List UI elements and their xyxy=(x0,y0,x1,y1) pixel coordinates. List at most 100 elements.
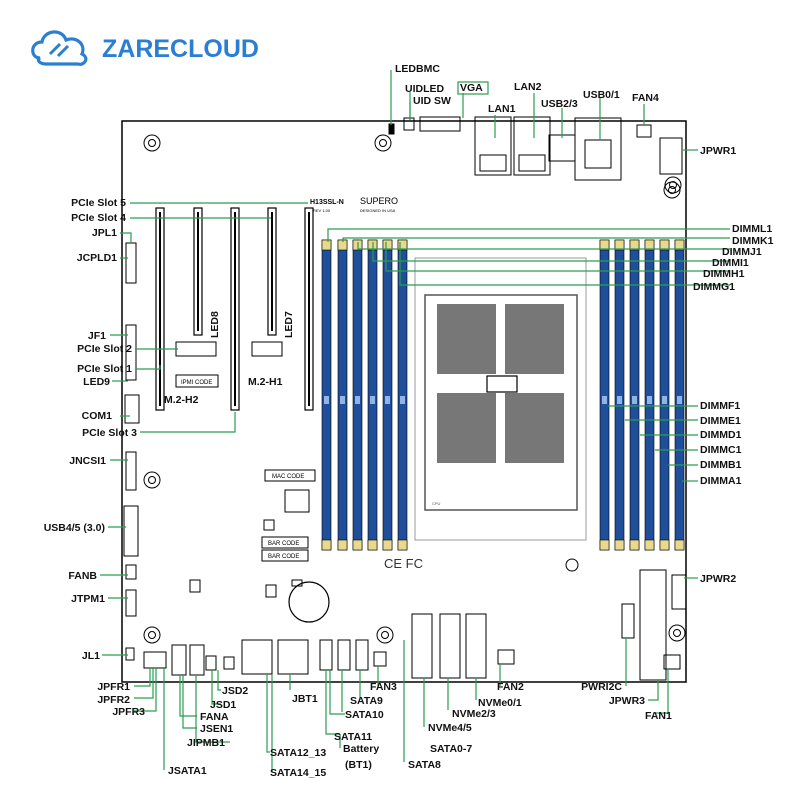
label-jpl1: JPL1 xyxy=(92,227,117,239)
label-nvme45: NVMe4/5 xyxy=(428,722,472,734)
label-ledbmc: LEDBMC xyxy=(395,63,440,75)
label-fan2: FAN2 xyxy=(497,681,524,693)
code-labels xyxy=(261,469,316,562)
callout-line xyxy=(648,680,659,701)
dimm-slot[interactable] xyxy=(644,239,655,551)
jtpm1-header[interactable] xyxy=(125,589,137,617)
board-model-rev: REV 1.00 xyxy=(313,208,331,213)
dimm-slot[interactable] xyxy=(367,239,378,551)
jipmb1-connector[interactable] xyxy=(189,644,205,676)
vga-connector[interactable] xyxy=(419,116,461,132)
jsata1-connector[interactable] xyxy=(171,644,187,676)
fan3-header[interactable] xyxy=(373,651,387,667)
label-pwri2c: PWRI2C xyxy=(581,681,622,693)
label-lan1: LAN1 xyxy=(488,103,516,115)
label-sata07: SATA0-7 xyxy=(430,743,472,755)
sata1213-connector[interactable] xyxy=(241,639,273,675)
callout-line xyxy=(136,365,161,370)
sata9-port[interactable] xyxy=(355,639,369,671)
dimm-slot[interactable] xyxy=(659,239,670,551)
label-jpfr1: JPFR1 xyxy=(97,681,130,693)
sata1415-connector[interactable] xyxy=(277,639,309,675)
callout-line xyxy=(357,242,730,250)
mac-code-box xyxy=(264,469,316,482)
usb01-port[interactable] xyxy=(574,117,622,181)
fanb-header[interactable] xyxy=(125,564,137,580)
pcie-slot[interactable] xyxy=(193,207,203,336)
label-pcie4: PCIe Slot 4 xyxy=(71,212,126,224)
cpu-quadrant-br xyxy=(505,393,564,463)
pwri2c-header[interactable] xyxy=(621,603,635,639)
jl1-header[interactable] xyxy=(125,647,135,661)
callout-line xyxy=(195,675,230,743)
fan2-header[interactable] xyxy=(497,649,515,665)
bar-code-label-1: BAR CODE xyxy=(268,541,299,547)
lan2-port[interactable] xyxy=(513,116,551,176)
com1-header[interactable] xyxy=(124,394,140,424)
nvme23-slot[interactable] xyxy=(439,613,461,679)
dimm-slot[interactable] xyxy=(674,239,685,551)
sata10-port[interactable] xyxy=(337,639,351,671)
label-fan3: FAN3 xyxy=(370,681,397,693)
jpwr2-connector[interactable] xyxy=(671,574,687,610)
dimm-slot[interactable] xyxy=(397,239,408,551)
mac-code-label: MAC CODE xyxy=(272,474,304,480)
label-jpwr1: JPWR1 xyxy=(700,145,736,157)
dimm-slot[interactable] xyxy=(629,239,640,551)
jf1-header[interactable] xyxy=(125,324,137,381)
jpfr-headers[interactable] xyxy=(143,651,167,669)
callout-line xyxy=(217,670,221,691)
label-led7: LED7 xyxy=(283,311,295,338)
label-dimml1: DIMML1 xyxy=(732,223,772,235)
pcie-slot[interactable] xyxy=(230,207,240,411)
label-pcie1: PCIe Slot 1 xyxy=(77,363,132,375)
label-dimmk1: DIMMK1 xyxy=(732,235,774,247)
uid-switch[interactable] xyxy=(403,117,415,131)
dimm-slot[interactable] xyxy=(337,239,348,551)
dimm-slot[interactable] xyxy=(599,239,610,551)
jpwr3-connector[interactable] xyxy=(639,569,667,681)
callout-line xyxy=(329,670,345,715)
board-maker: SUPERO xyxy=(360,196,398,206)
pcie-slot[interactable] xyxy=(155,207,165,411)
jpwr1-connector[interactable] xyxy=(659,137,683,175)
cpu-label: CPU xyxy=(432,501,441,506)
fan1-header[interactable] xyxy=(663,654,681,670)
m2-h1-slot[interactable] xyxy=(251,341,283,357)
label-fanb: FANB xyxy=(68,570,97,582)
label-jsata1: JSATA1 xyxy=(168,765,207,777)
battery-bt1 xyxy=(288,579,330,623)
label-jtpm1: JTPM1 xyxy=(71,593,105,605)
bar-code-label-2: BAR CODE xyxy=(268,554,299,560)
dimm-slots xyxy=(321,239,685,551)
label-fan4: FAN4 xyxy=(632,92,659,104)
jncsi1-header[interactable] xyxy=(125,451,137,491)
pcie-slot[interactable] xyxy=(267,207,277,336)
label-jpwr2: JPWR2 xyxy=(700,573,736,585)
dimm-slot[interactable] xyxy=(321,239,332,551)
lan1-port[interactable] xyxy=(474,116,512,176)
label-jipmb1: JIPMB1 xyxy=(187,737,225,749)
callout-line xyxy=(385,242,730,272)
label-dimmh1: DIMMH1 xyxy=(703,268,745,280)
jsd1-header[interactable] xyxy=(223,656,235,670)
cpu-quadrant-tl xyxy=(437,304,496,374)
nvme45-slot[interactable] xyxy=(411,613,433,679)
dimm-slot[interactable] xyxy=(614,239,625,551)
usb45-header[interactable] xyxy=(123,505,139,557)
label-jpfr2: JPFR2 xyxy=(97,694,130,706)
callout-line xyxy=(372,242,730,262)
label-jbt1: JBT1 xyxy=(292,693,318,705)
bmc-chip xyxy=(284,489,310,513)
label-pcie5: PCIe Slot 5 xyxy=(71,197,126,209)
callout-lines xyxy=(100,70,730,772)
jsd2-header[interactable] xyxy=(205,655,217,671)
dimm-slot[interactable] xyxy=(352,239,363,551)
callout-line xyxy=(140,412,236,433)
jbt1-jumper[interactable] xyxy=(265,584,277,598)
dimm-slot[interactable] xyxy=(382,239,393,551)
label-dimme1: DIMME1 xyxy=(700,415,741,427)
pcie-slot[interactable] xyxy=(304,207,314,411)
cpu-quadrant-bl xyxy=(437,393,496,463)
